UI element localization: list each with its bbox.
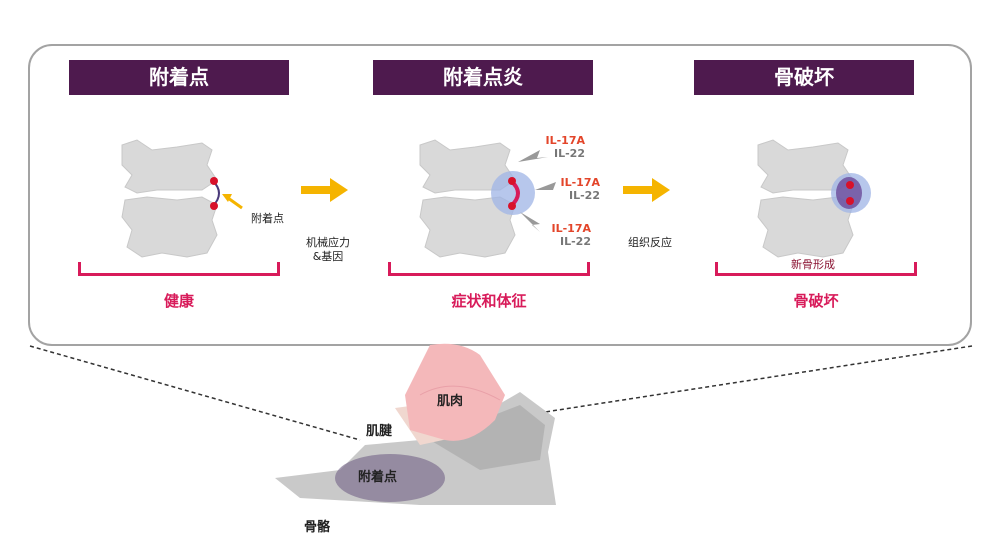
enthesis-pointer-label: 附着点: [251, 212, 284, 225]
cytokine-arrow-2: [535, 182, 562, 190]
bone-shade: [430, 405, 545, 470]
vertebra-bone-destruction: [757, 139, 871, 258]
stage-label-bone-destruction: 骨破坏: [793, 292, 839, 310]
muscle-label: 肌肉: [437, 394, 464, 409]
header-bone-destruction: 骨破坏: [694, 60, 914, 95]
header-enthesis: 附着点: [69, 60, 289, 95]
transition-label-1: 机械应力 &基因: [306, 236, 350, 263]
enthesis-ellipse: [335, 454, 445, 502]
stage-label-healthy: 健康: [163, 292, 194, 310]
il17a-label: IL-17A: [560, 176, 601, 189]
muscle-shape: [405, 343, 505, 441]
transition-arrow-1: [301, 178, 348, 202]
il22-label: IL-22: [554, 147, 585, 160]
bracket-symptoms: [388, 262, 590, 276]
header-enthesitis: 附着点炎: [373, 60, 593, 95]
cytokine-group-2: IL-17A IL-22: [558, 176, 601, 202]
vertebra-healthy: [121, 139, 220, 258]
transition-label-2: 组织反应: [628, 236, 672, 249]
new-bone-label: 新骨形成: [791, 258, 835, 271]
tendon-label: 肌腱: [366, 424, 393, 439]
cytokine-arrow-1: [518, 150, 548, 162]
il17a-label: IL-17A: [551, 222, 592, 235]
cytokine-arrow-3: [520, 212, 540, 232]
il17a-label: IL-17A: [545, 134, 586, 147]
cytokine-group-1: IL-17A IL-22: [545, 134, 586, 160]
il22-label: IL-22: [560, 235, 591, 248]
bracket-bone-destruction: [715, 262, 917, 276]
il22-label: IL-22: [569, 189, 600, 202]
stage-label-symptoms: 症状和体征: [451, 292, 527, 310]
bracket-healthy: [78, 262, 280, 276]
bone-label: 骨骼: [304, 520, 331, 535]
transition-arrow-2: [623, 178, 670, 202]
enthesis-pointer-arrow: [227, 196, 243, 210]
cytokine-group-3: IL-17A IL-22: [549, 222, 592, 248]
vertebra-enthesitis: [419, 139, 535, 258]
enthesis-label: 附着点: [358, 470, 398, 485]
